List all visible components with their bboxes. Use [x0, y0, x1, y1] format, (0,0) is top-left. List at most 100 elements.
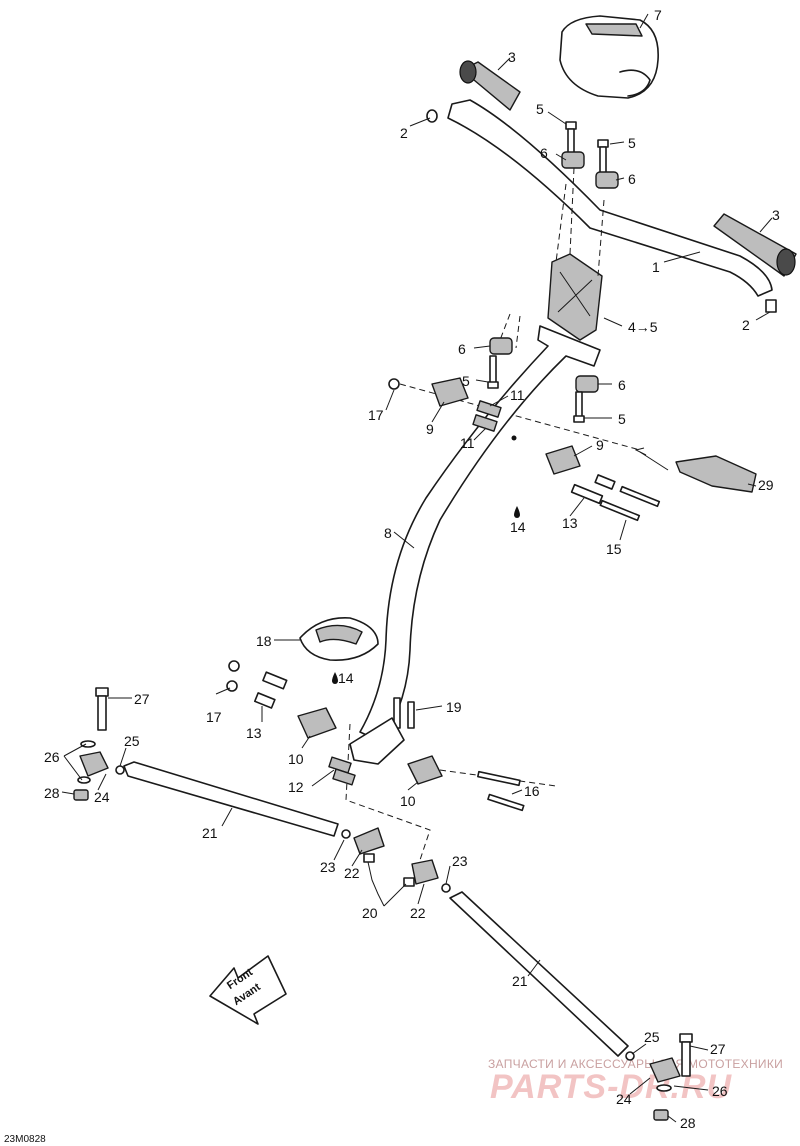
callout-24-left: 24	[94, 789, 110, 805]
bolt-16-a	[477, 770, 521, 787]
callout-9-right: 9	[596, 437, 604, 453]
callout-11-upper: 11	[510, 387, 525, 403]
callout-23-right: 23	[452, 853, 468, 869]
callout-29: 29	[758, 477, 774, 493]
callout-4-ref: 4→5	[628, 319, 658, 335]
callout-3-right: 3	[772, 207, 780, 223]
tie-rod-end-22-right	[411, 859, 439, 885]
callout-5-lower-left: 5	[462, 373, 470, 389]
bushing-upper-right	[545, 445, 581, 475]
callout-10-left: 10	[288, 751, 304, 767]
end-plug-left	[426, 109, 438, 123]
nut-upper	[388, 378, 400, 390]
bushing-20-b	[403, 877, 415, 887]
callout-12: 12	[288, 779, 304, 795]
grease-icon-upper	[514, 506, 520, 518]
spacer-right-b	[594, 474, 616, 490]
bolt-15-b	[619, 485, 661, 508]
bushing-20-a	[363, 853, 375, 863]
callout-21-right: 21	[512, 973, 528, 989]
nut-left-a	[228, 660, 240, 672]
callout-13-right: 13	[562, 515, 578, 531]
spacer-left-b	[253, 692, 276, 709]
grease-point-upper	[511, 435, 517, 441]
bolt-19-b	[407, 701, 415, 729]
drawing-code: 23M0828	[4, 1134, 46, 1145]
tie-rod-right	[449, 891, 629, 1057]
clamp-upper-right	[595, 171, 619, 189]
callout-21-left: 21	[202, 825, 218, 841]
callout-20: 20	[362, 905, 378, 921]
callout-5-top: 5	[536, 101, 544, 117]
callout-11-lower: 11	[460, 435, 475, 451]
bolt-lower-right	[573, 391, 585, 423]
spacer-left-a	[262, 671, 288, 690]
jam-nut-23-left	[341, 829, 351, 839]
callout-9-left: 9	[426, 421, 434, 437]
callout-22-right: 22	[410, 905, 426, 921]
leader-lines	[61, 13, 773, 1123]
bushing-lower-left	[297, 707, 337, 739]
grip-right	[713, 213, 797, 277]
cover-plate	[675, 455, 757, 493]
tie-rod-end-22-left	[353, 827, 385, 855]
bushing-upper-left	[431, 377, 469, 407]
bolt-lower-left	[487, 355, 499, 389]
callout-26-left: 26	[44, 749, 60, 765]
callout-24-right: 24	[616, 1091, 632, 1107]
callout-22-left: 22	[344, 865, 360, 881]
nut-left-b	[226, 680, 238, 692]
callout-8: 8	[384, 525, 392, 541]
watermark-logo: PARTS-DR.RU	[490, 1068, 733, 1106]
nut-28-right	[653, 1109, 669, 1121]
ball-joint-right	[649, 1057, 681, 1083]
washer-26-right	[656, 1084, 672, 1092]
clamp-upper-left	[561, 151, 585, 169]
grease-icon-lower	[332, 672, 338, 684]
front-direction-arrow: Front Avant	[209, 955, 287, 1025]
bolt-15-a	[599, 499, 641, 522]
clamp-lower-right	[575, 375, 599, 393]
callout-27-left: 27	[134, 691, 150, 707]
watermark-tagline: ЗАПЧАСТИ И АКСЕССУАРЫ ДЛЯ МОТОТЕХНИКИ	[488, 1057, 783, 1071]
spacer-upper	[476, 400, 502, 418]
callout-6-lower-left: 6	[458, 341, 466, 357]
callout-23-left: 23	[320, 859, 336, 875]
nut-28-left	[73, 789, 89, 801]
jam-nut-25-left	[115, 765, 125, 775]
spacer-12-b	[332, 768, 356, 786]
callout-25-left: 25	[124, 733, 140, 749]
callout-28-right: 28	[680, 1115, 696, 1131]
callout-labels: 7 3 2 3 1 2 4→5 5 5 6 6 6 5 6 5 17 9 11 …	[44, 7, 780, 1131]
clamp-lower-left	[489, 337, 513, 355]
spacer-right-a	[570, 483, 604, 505]
washer-26-left-upper	[80, 740, 96, 748]
grip-left	[459, 60, 521, 111]
callout-16: 16	[524, 783, 540, 799]
ball-joint-left	[79, 751, 109, 777]
callout-5-right-top: 5	[628, 135, 636, 151]
bolt-27-right	[679, 1033, 693, 1077]
callout-28-left: 28	[44, 785, 60, 801]
end-plug-right	[765, 299, 777, 313]
callout-17-upper: 17	[368, 407, 384, 423]
callout-1: 1	[652, 259, 660, 275]
callout-15: 15	[606, 541, 622, 557]
callout-14-upper: 14	[510, 519, 526, 535]
callout-26-right: 26	[712, 1083, 728, 1099]
callout-17-left: 17	[206, 709, 222, 725]
callout-27-right: 27	[710, 1041, 726, 1057]
callout-18: 18	[256, 633, 272, 649]
callout-6-top-left: 6	[540, 145, 548, 161]
callout-2-left: 2	[400, 125, 408, 141]
washer-26-left-lower	[77, 776, 91, 784]
callout-10-right: 10	[400, 793, 416, 809]
callout-3-left: 3	[508, 49, 516, 65]
callout-7: 7	[654, 7, 662, 23]
callout-19: 19	[446, 699, 462, 715]
callout-5-lower-right: 5	[618, 411, 626, 427]
callout-6-top-right: 6	[628, 171, 636, 187]
bolt-27-left	[95, 687, 109, 731]
